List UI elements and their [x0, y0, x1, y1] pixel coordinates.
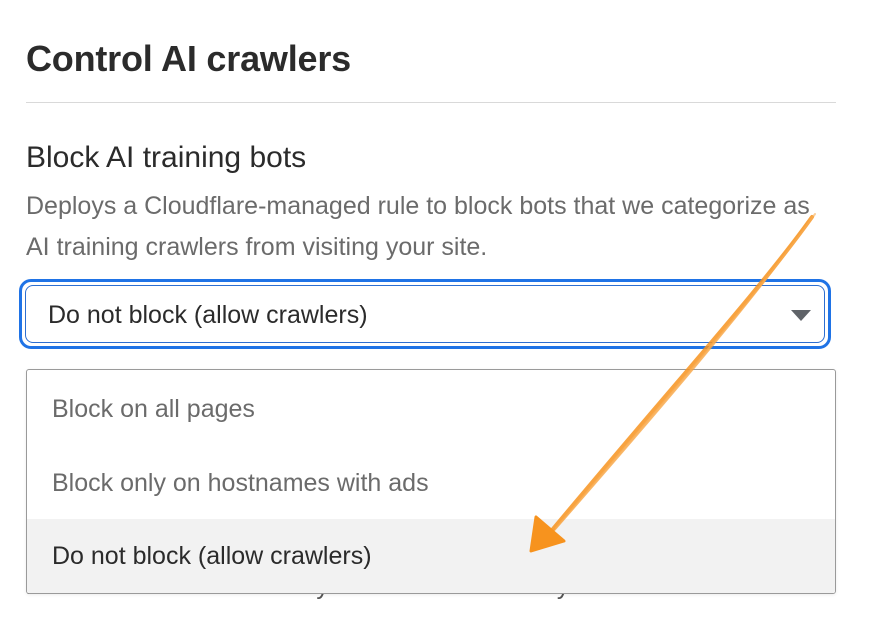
select-focus-ring [25, 285, 825, 343]
dropdown-menu: Block on all pages Block only on hostnam… [26, 369, 836, 594]
block-ai-bots-select[interactable]: Do not block (allow crawlers) [19, 279, 831, 349]
option-do-not-block[interactable]: Do not block (allow crawlers) [27, 519, 835, 593]
page-title: Control AI crawlers [26, 38, 351, 79]
section-heading: Block AI training bots [26, 141, 307, 174]
section-description: Deploys a Cloudflare-managed rule to blo… [26, 192, 810, 261]
select-current-value: Do not block (allow crawlers) [48, 301, 368, 329]
option-block-all-pages[interactable]: Block on all pages [52, 395, 255, 423]
option-block-hostnames-with-ads[interactable]: Block only on hostnames with ads [52, 469, 429, 497]
title-divider [26, 102, 836, 103]
chevron-down-icon[interactable] [791, 310, 811, 321]
